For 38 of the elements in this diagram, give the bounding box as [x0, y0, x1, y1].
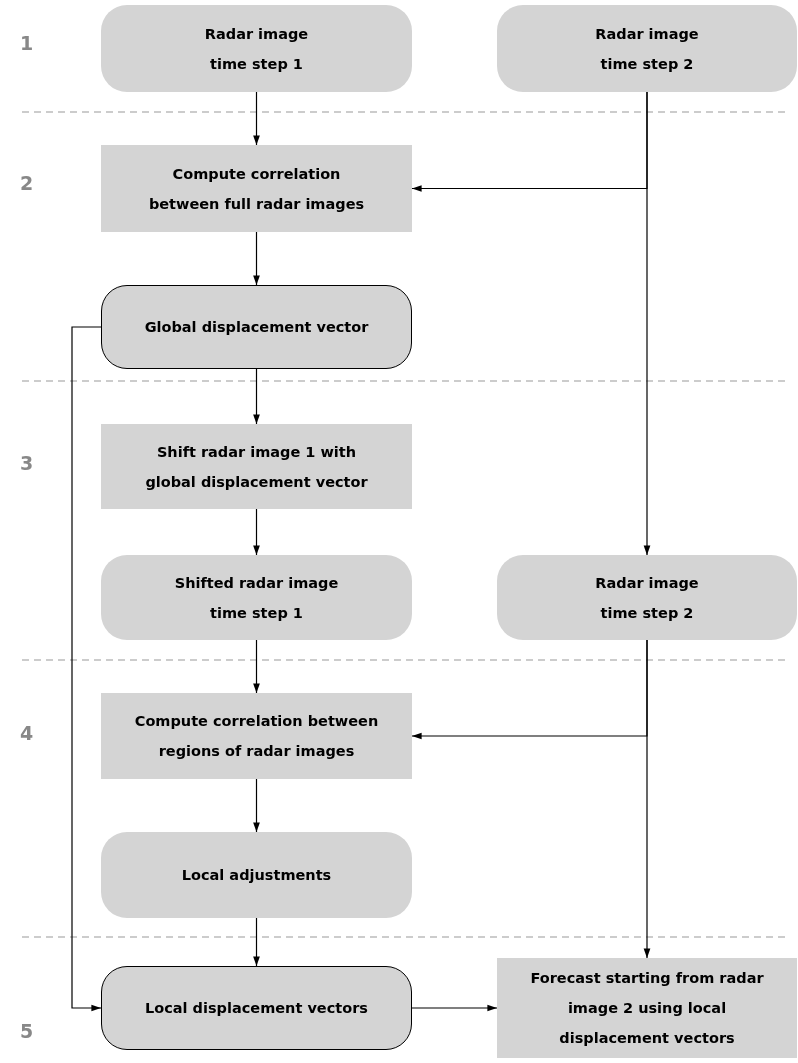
- arrow: [253, 368, 260, 425]
- rounded-box: [497, 555, 797, 640]
- arrow: [411, 1004, 498, 1012]
- process-box: [101, 424, 412, 509]
- node-label: Compute correlation between full radar images: [147, 164, 366, 214]
- step-number: 4: [20, 722, 34, 744]
- node-label: Shifted radar image time step 1: [173, 573, 340, 623]
- arrow: [71, 326, 102, 1012]
- node-label: Radar image time step 1: [203, 24, 310, 74]
- step-number: 1: [20, 32, 34, 54]
- node-label: Compute correlation between regions of radar images: [133, 712, 380, 761]
- node-label: Local adjustments: [181, 866, 332, 885]
- arrow: [253, 639, 260, 694]
- node-label: Radar image time step 2: [594, 573, 700, 623]
- rounded-box: [101, 285, 412, 369]
- arrow: [253, 917, 260, 967]
- arrow: [643, 91, 651, 556]
- rounded-box: [497, 5, 797, 92]
- rounded-box: [101, 832, 412, 918]
- process-box: [101, 145, 412, 232]
- rounded-box: [101, 5, 412, 92]
- process-box: [497, 958, 797, 1058]
- step-number: 3: [20, 452, 34, 474]
- step-number: 2: [20, 172, 34, 194]
- arrow: [253, 508, 260, 556]
- node-label: Local displacement vectors: [145, 999, 368, 1018]
- process-box: [101, 693, 412, 779]
- arrow: [253, 91, 260, 146]
- rounded-box: [101, 555, 412, 640]
- node-label: Forecast starting from radar image 2 using local displacement vectors: [529, 969, 765, 1048]
- step-number: 5: [20, 1020, 34, 1042]
- node-label: Shift radar image 1 with global displacement vector: [144, 442, 369, 492]
- rounded-box: [101, 966, 412, 1050]
- node-label: Global displacement vector: [144, 318, 369, 337]
- arrow: [643, 639, 651, 959]
- node-label: Radar image time step 2: [594, 24, 700, 74]
- arrow: [253, 231, 260, 286]
- arrow: [253, 778, 260, 833]
